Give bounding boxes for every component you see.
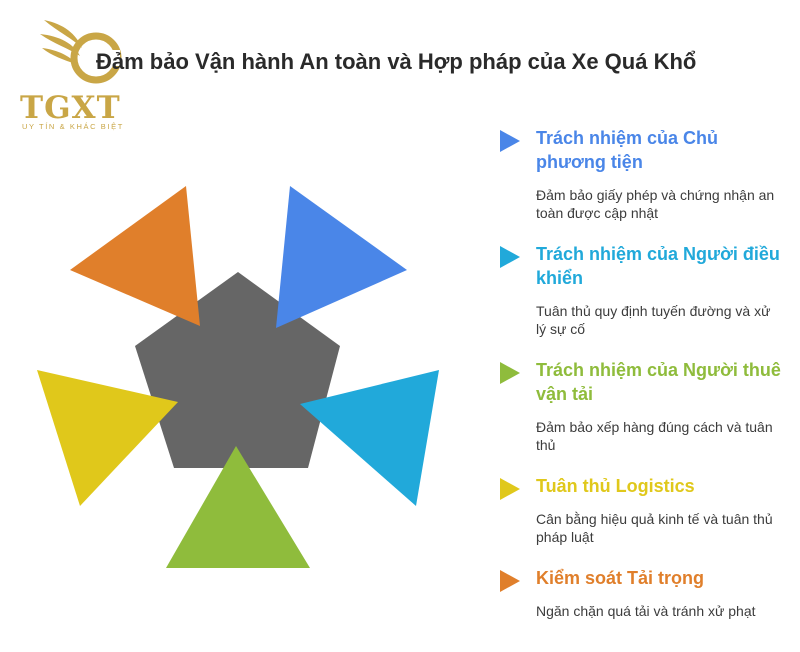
triangle-cyan [300,370,439,506]
triangle-blue [276,186,407,328]
item-description: Cân bằng hiệu quả kinh tế và tuân thủ ph… [536,511,773,545]
play-arrow-icon [500,130,520,152]
item-description: Ngăn chặn quá tải và tránh xử phạt [536,603,756,619]
play-arrow-icon [500,246,520,268]
item-description: Đảm bảo xếp hàng đúng cách và tuân thủ [536,419,773,453]
logo-text: TGXT [20,90,121,126]
item-description: Đảm bảo giấy phép và chứng nhận an toàn … [536,187,775,221]
item-title: Tuân thủ Logistics [536,476,695,496]
triangle-green [166,446,310,568]
page-title: Đảm bảo Vận hành An toàn và Hợp pháp của… [96,49,697,74]
play-arrow-icon [500,570,520,592]
item-description: Tuân thủ quy định tuyến đường và xử lý s… [536,303,771,337]
wing-emblem-icon [40,20,122,84]
triangle-orange [70,186,200,326]
triangle-yellow [37,370,178,506]
item-title: Trách nhiệm của Người thuê vận tải [536,360,781,404]
play-arrow-icon [500,478,520,500]
pentagon-diagram [37,186,439,568]
play-arrow-icon [500,362,520,384]
item-title: Kiểm soát Tải trọng [536,568,705,588]
logo-slogan: UY TÍN & KHÁC BIỆT [22,122,124,131]
item-title: Trách nhiệm của Chủ phương tiện [536,128,719,172]
tgxt-logo: TGXT UY TÍN & KHÁC BIỆT [14,14,144,134]
item-title: Trách nhiệm của Người điều khiển [536,244,780,288]
